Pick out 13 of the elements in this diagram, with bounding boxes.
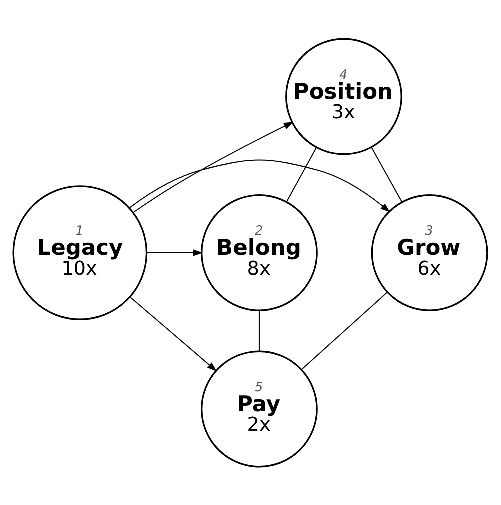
connector	[302, 292, 388, 370]
arrow	[130, 296, 218, 372]
node-circle: 3 Grow 6x	[371, 194, 488, 311]
connector	[286, 147, 317, 202]
node-circle: 5 Pay 2x	[201, 350, 318, 468]
node-circle: 2 Belong 8x	[201, 194, 318, 311]
node-circle: 1 Legacy 10x	[12, 185, 148, 320]
connector	[258, 310, 260, 351]
arrow	[133, 121, 294, 212]
connector	[371, 146, 403, 202]
arrow	[130, 159, 390, 212]
arrow	[147, 249, 204, 256]
node-circle: 4 Position 3x	[286, 38, 402, 155]
